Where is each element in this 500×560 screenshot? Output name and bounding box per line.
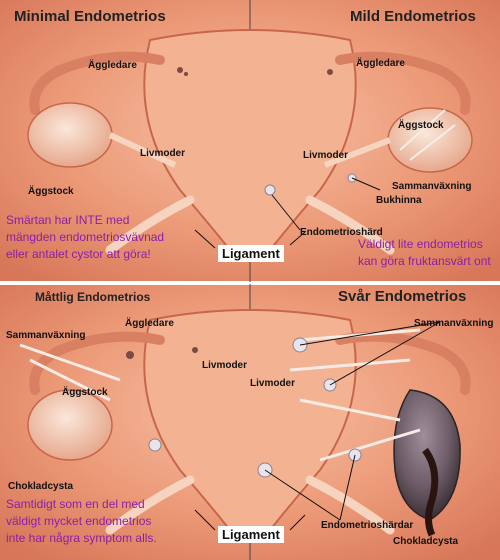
bottom-uterus-body (143, 309, 357, 531)
bottom-tube-right (335, 331, 471, 395)
note-line: Smärtan har INTE med (6, 213, 130, 227)
label-uterus-severe: Livmoder (250, 378, 296, 389)
top-tube-left (29, 51, 165, 115)
panel-title-severe: Svår Endometrios (338, 288, 467, 305)
note-line: kan göra fruktansvärt ont (358, 254, 491, 268)
label-tube-minimal: Äggledare (88, 60, 137, 71)
panel-title-minimal: Minimal Endometrios (14, 8, 166, 25)
panel-title-mild: Mild Endometrios (350, 8, 476, 25)
label-lesion-top: Endometrioshärd (300, 227, 383, 238)
top-ovary-right (387, 107, 473, 173)
top-ligament-right (305, 195, 395, 255)
label-ligament-bottom: Ligament (218, 526, 284, 543)
top-ligament-left (105, 195, 195, 255)
top-anatomy (27, 29, 473, 255)
label-uterus-minimal: Livmoder (140, 148, 186, 159)
note-line: Samtidigt som en del med (6, 497, 145, 511)
label-ovary-moderate: Äggstock (62, 387, 108, 398)
label-ovary-mild: Äggstock (398, 120, 444, 131)
top-ovary-ligament-right (323, 137, 392, 168)
note-top-left: Smärtan har INTE med mängden endometrios… (6, 212, 164, 263)
bottom-ligament-right (305, 475, 395, 535)
label-peritoneum-mild: Bukhinna (376, 195, 422, 206)
note-line: väldigt mycket endometrios (6, 514, 152, 528)
note-bottom-left: Samtidigt som en del med väldigt mycket … (6, 496, 157, 547)
leader-lines (194, 177, 441, 531)
top-ovary-ligament-left (108, 132, 177, 168)
label-uterus-mild: Livmoder (303, 150, 349, 161)
panel-separator (0, 281, 500, 285)
note-line: inte har några symptom alls. (6, 531, 157, 545)
bottom-anatomy (19, 309, 471, 537)
label-lesions-bottom: Endometrioshärdar (321, 520, 414, 531)
bottom-ligament-left (105, 475, 195, 535)
note-line: eller antalet cystor att göra! (6, 247, 151, 261)
label-cyst-moderate: Chokladcysta (8, 481, 74, 492)
label-adhesion-mild: Sammanväxning (392, 181, 472, 192)
top-uterus-body (143, 29, 357, 251)
label-tube-moderate: Äggledare (125, 318, 174, 329)
label-uterus-moderate: Livmoder (202, 360, 248, 371)
label-adhesion-moderate: Sammanväxning (6, 330, 86, 341)
label-cyst-severe: Chokladcysta (393, 536, 459, 547)
bottom-ovary-left (27, 389, 113, 461)
note-line: mängden endometriosvävnad (6, 230, 165, 244)
label-tube-mild: Äggledare (356, 58, 405, 69)
panel-title-moderate: Måttlig Endometrios (35, 290, 151, 304)
top-tube-right (335, 51, 471, 115)
label-adhesion-severe: Sammanväxning (414, 318, 494, 329)
bottom-tube-left (29, 331, 165, 395)
note-line: Väldigt lite endometrios (358, 237, 483, 251)
label-ligament-top: Ligament (218, 245, 284, 262)
label-ovary-minimal: Äggstock (28, 186, 74, 197)
top-ovary-left (27, 102, 113, 168)
note-top-right: Väldigt lite endometrios kan göra frukta… (358, 236, 491, 270)
